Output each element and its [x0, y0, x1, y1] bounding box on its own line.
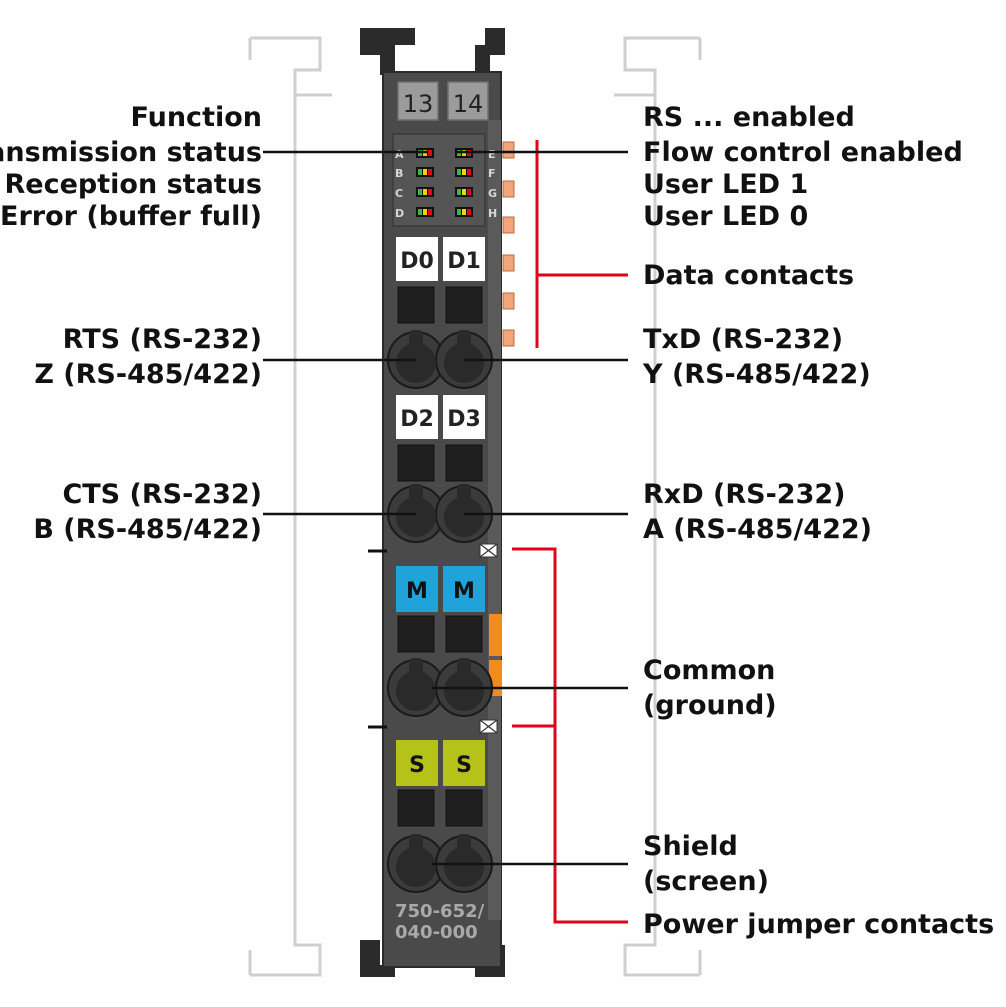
tag-m2-label: M — [453, 579, 475, 604]
led-letters-left: A B C D — [395, 148, 404, 220]
led-letter-a: A — [395, 148, 404, 161]
leader-lines — [263, 150, 628, 866]
led-letter-d: D — [395, 207, 404, 220]
terminal-marker-14 — [447, 81, 489, 121]
tag-m1 — [396, 566, 438, 612]
label-screen: (screen) — [643, 866, 769, 897]
label-ground: (ground) — [643, 690, 777, 721]
status-led-icon — [455, 207, 473, 217]
part-number-line-2: 040-000 — [395, 922, 478, 943]
tag-s1-label: S — [409, 753, 425, 778]
tag-d2-label: D2 — [400, 407, 434, 432]
led-letter-e: E — [488, 148, 496, 161]
din-rail-outline — [248, 36, 702, 977]
terminal-marker-13 — [397, 81, 439, 121]
labels-left: Function Transmission status Reception s… — [0, 102, 262, 545]
wire-entry-pair-2[interactable] — [387, 484, 493, 543]
label-transmission-status: Transmission status — [0, 137, 262, 168]
label-b: B (RS-485/422) — [33, 514, 262, 545]
status-led-icon — [416, 187, 434, 197]
label-error-buffer-full: Error (buffer full) — [0, 201, 262, 232]
tag-d0-label: D0 — [400, 249, 434, 274]
jumper-orange-upper — [489, 614, 502, 656]
label-data-contacts: Data contacts — [643, 260, 854, 291]
power-jumper-bracket — [512, 547, 628, 924]
label-shield: Shield — [643, 831, 738, 862]
label-user-led-1: User LED 1 — [643, 169, 808, 200]
label-function: Function — [131, 102, 262, 133]
tag-s1 — [396, 740, 438, 786]
status-led-icon — [455, 167, 473, 177]
part-number-line-1: 750-652/ — [395, 901, 485, 922]
label-y: Y (RS-485/422) — [642, 359, 871, 390]
led-letter-b: B — [395, 167, 403, 180]
power-jumper-markers — [368, 543, 498, 734]
label-common: Common — [643, 655, 775, 686]
release-slot-s1[interactable] — [397, 789, 435, 827]
led-letters-right: E F G H — [488, 148, 497, 220]
label-flow-control-enabled: Flow control enabled — [643, 137, 963, 168]
led-letter-h: H — [488, 207, 497, 220]
tag-d3 — [443, 395, 485, 439]
tag-m1-label: M — [406, 579, 428, 604]
labels-right: RS ... enabled Flow control enabled User… — [642, 102, 994, 940]
label-rts: RTS (RS-232) — [63, 324, 262, 355]
led-letter-f: F — [488, 167, 496, 180]
label-txd: TxD (RS-232) — [643, 324, 843, 355]
status-led-icon — [416, 167, 434, 177]
label-rs-enabled: RS ... enabled — [643, 102, 855, 133]
release-slot-d0[interactable] — [397, 286, 435, 324]
release-slot-s2[interactable] — [445, 789, 483, 827]
tag-d0 — [396, 237, 438, 281]
label-reception-status: Reception status — [5, 169, 262, 200]
label-cts: CTS (RS-232) — [62, 479, 262, 510]
label-power-jumper-contacts: Power jumper contacts — [643, 909, 994, 940]
led-letter-g: G — [488, 187, 497, 200]
tag-d2 — [396, 395, 438, 439]
release-slot-m1[interactable] — [397, 615, 435, 653]
data-contacts — [502, 141, 515, 347]
tag-d1 — [443, 237, 485, 281]
label-z: Z (RS-485/422) — [34, 359, 262, 390]
terminal-number-14: 14 — [453, 90, 484, 118]
label-rxd: RxD (RS-232) — [643, 479, 846, 510]
release-slot-d1[interactable] — [445, 286, 483, 324]
tag-s2 — [443, 740, 485, 786]
release-slot-m2[interactable] — [445, 615, 483, 653]
data-contacts-bracket — [535, 140, 628, 348]
label-a: A (RS-485/422) — [643, 514, 872, 545]
tag-s2-label: S — [456, 753, 472, 778]
tag-d1-label: D1 — [447, 249, 481, 274]
led-letter-c: C — [395, 187, 403, 200]
status-led-icon — [455, 187, 473, 197]
terminal-number-13: 13 — [403, 90, 434, 118]
release-slot-d2[interactable] — [397, 444, 435, 482]
label-user-led-0: User LED 0 — [643, 201, 808, 232]
tag-d3-label: D3 — [447, 407, 481, 432]
tag-m2 — [443, 566, 485, 612]
status-led-icon — [416, 207, 434, 217]
release-slot-d3[interactable] — [445, 444, 483, 482]
